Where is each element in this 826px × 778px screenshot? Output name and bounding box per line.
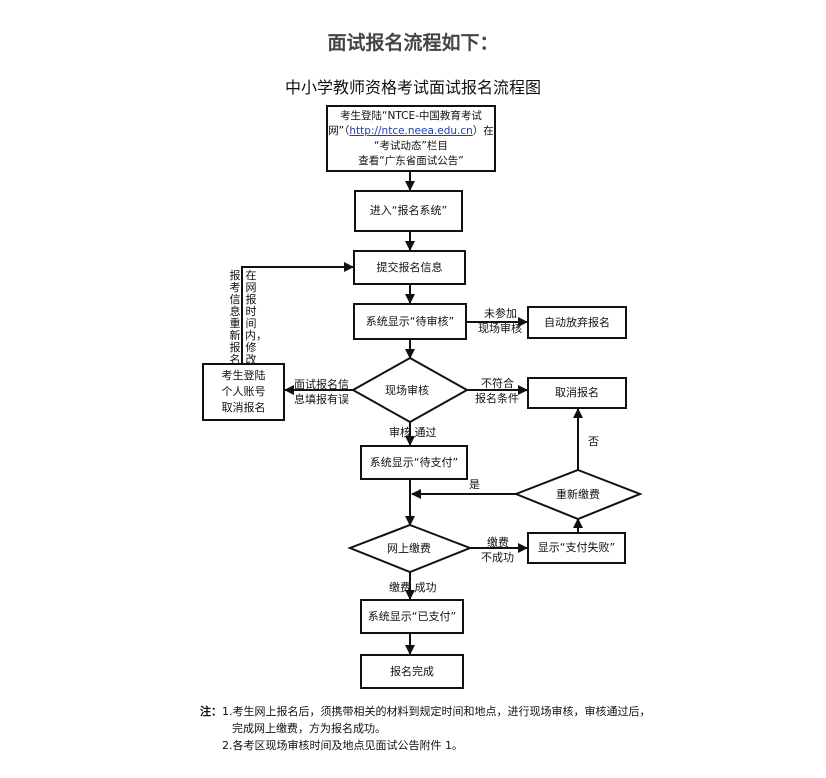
label-yes: 是: [469, 478, 480, 491]
login-line4: 查看“广东省面试公告”: [358, 154, 464, 167]
page-heading: 面试报名流程如下：: [327, 32, 499, 54]
label-pay-success: 缴费 成功: [389, 581, 437, 594]
notes: 注：1.考生网上报名后，须携带相关的材料到规定时间和地点，进行现场审核，审核通过…: [200, 703, 651, 754]
note1-a: 1.考生网上报名后，须携带相关的材料到规定时间和地点，进行现场审核，审核通过后，: [222, 705, 651, 718]
note-row-1: 注：1.考生网上报名后，须携带相关的材料到规定时间和地点，进行现场审核，审核通过…: [200, 703, 651, 720]
label-not-meet-2: 报名条件: [475, 392, 519, 405]
label-review-passed: 审核 通过: [389, 426, 437, 439]
cancel-registration-box: 取消报名: [527, 377, 627, 409]
pending-review-box: 系统显示“待审核”: [353, 303, 467, 340]
label-not-meet-1: 不符合: [481, 377, 514, 390]
diamond-repay: [513, 468, 643, 521]
label-no: 否: [588, 435, 599, 448]
login-line1: 考生登陆“NTCE-中国教育考试: [340, 109, 482, 122]
submit-info-box: 提交报名信息: [353, 250, 466, 285]
label-info-error-2: 息填报有误: [294, 393, 349, 406]
note2: 2.各考区现场审核时间及地点见面试公告附件 1。: [222, 739, 463, 752]
cancel-login-line2: 个人账号: [221, 385, 266, 398]
login-ntce-box: 考生登陆“NTCE-中国教育考试 网”（http://ntce.neea.edu…: [326, 105, 496, 172]
repay-text: 重新缴费: [556, 488, 600, 501]
login-line3: “考试动态”栏目: [374, 139, 448, 152]
pending-payment-box: 系统显示“待支付”: [360, 445, 468, 480]
note1-b: 完成网上缴费，方为报名成功。: [232, 722, 386, 735]
arrow-cancel-login-to-submit: [241, 262, 354, 363]
notes-prefix: 注：: [200, 705, 222, 718]
label-modify-online: 在网报时间内，修改: [245, 269, 267, 366]
diamond-online-payment: [347, 523, 473, 574]
paid-box: 系统显示“已支付”: [360, 599, 464, 634]
login-line2-post: ）在: [472, 124, 494, 137]
online-payment-text: 网上缴费: [387, 542, 431, 555]
login-line2-pre: 网”（: [328, 124, 350, 137]
label-modify-column2: 报考信息重新报名: [229, 269, 241, 366]
auto-abandon-box: 自动放弃报名: [527, 306, 627, 339]
diamond-onsite-review: [350, 356, 470, 424]
complete-box: 报名完成: [360, 654, 464, 689]
label-not-attend-1: 未参加: [484, 307, 517, 320]
label-pay-fail-2: 不成功: [481, 551, 514, 564]
payment-failed-box: 显示“支付失败”: [527, 532, 626, 564]
flowchart-title: 中小学教师资格考试面试报名流程图: [284, 78, 541, 97]
label-not-attend-2: 现场审核: [478, 322, 522, 335]
cancel-login-line1: 考生登陆: [221, 369, 266, 382]
label-pay-fail-1: 缴费: [487, 536, 509, 549]
enter-system-box: 进入“报名系统”: [354, 190, 463, 232]
label-info-error-1: 面试报名信: [294, 378, 349, 391]
cancel-login-line3: 取消报名: [221, 401, 266, 414]
cancel-login-box: 考生登陆 个人账号 取消报名: [202, 363, 285, 421]
onsite-review-text: 现场审核: [385, 384, 429, 397]
ntce-link[interactable]: http://ntce.neea.edu.cn: [349, 124, 473, 137]
login-line2: 网”（http://ntce.neea.edu.cn）在: [328, 124, 494, 139]
